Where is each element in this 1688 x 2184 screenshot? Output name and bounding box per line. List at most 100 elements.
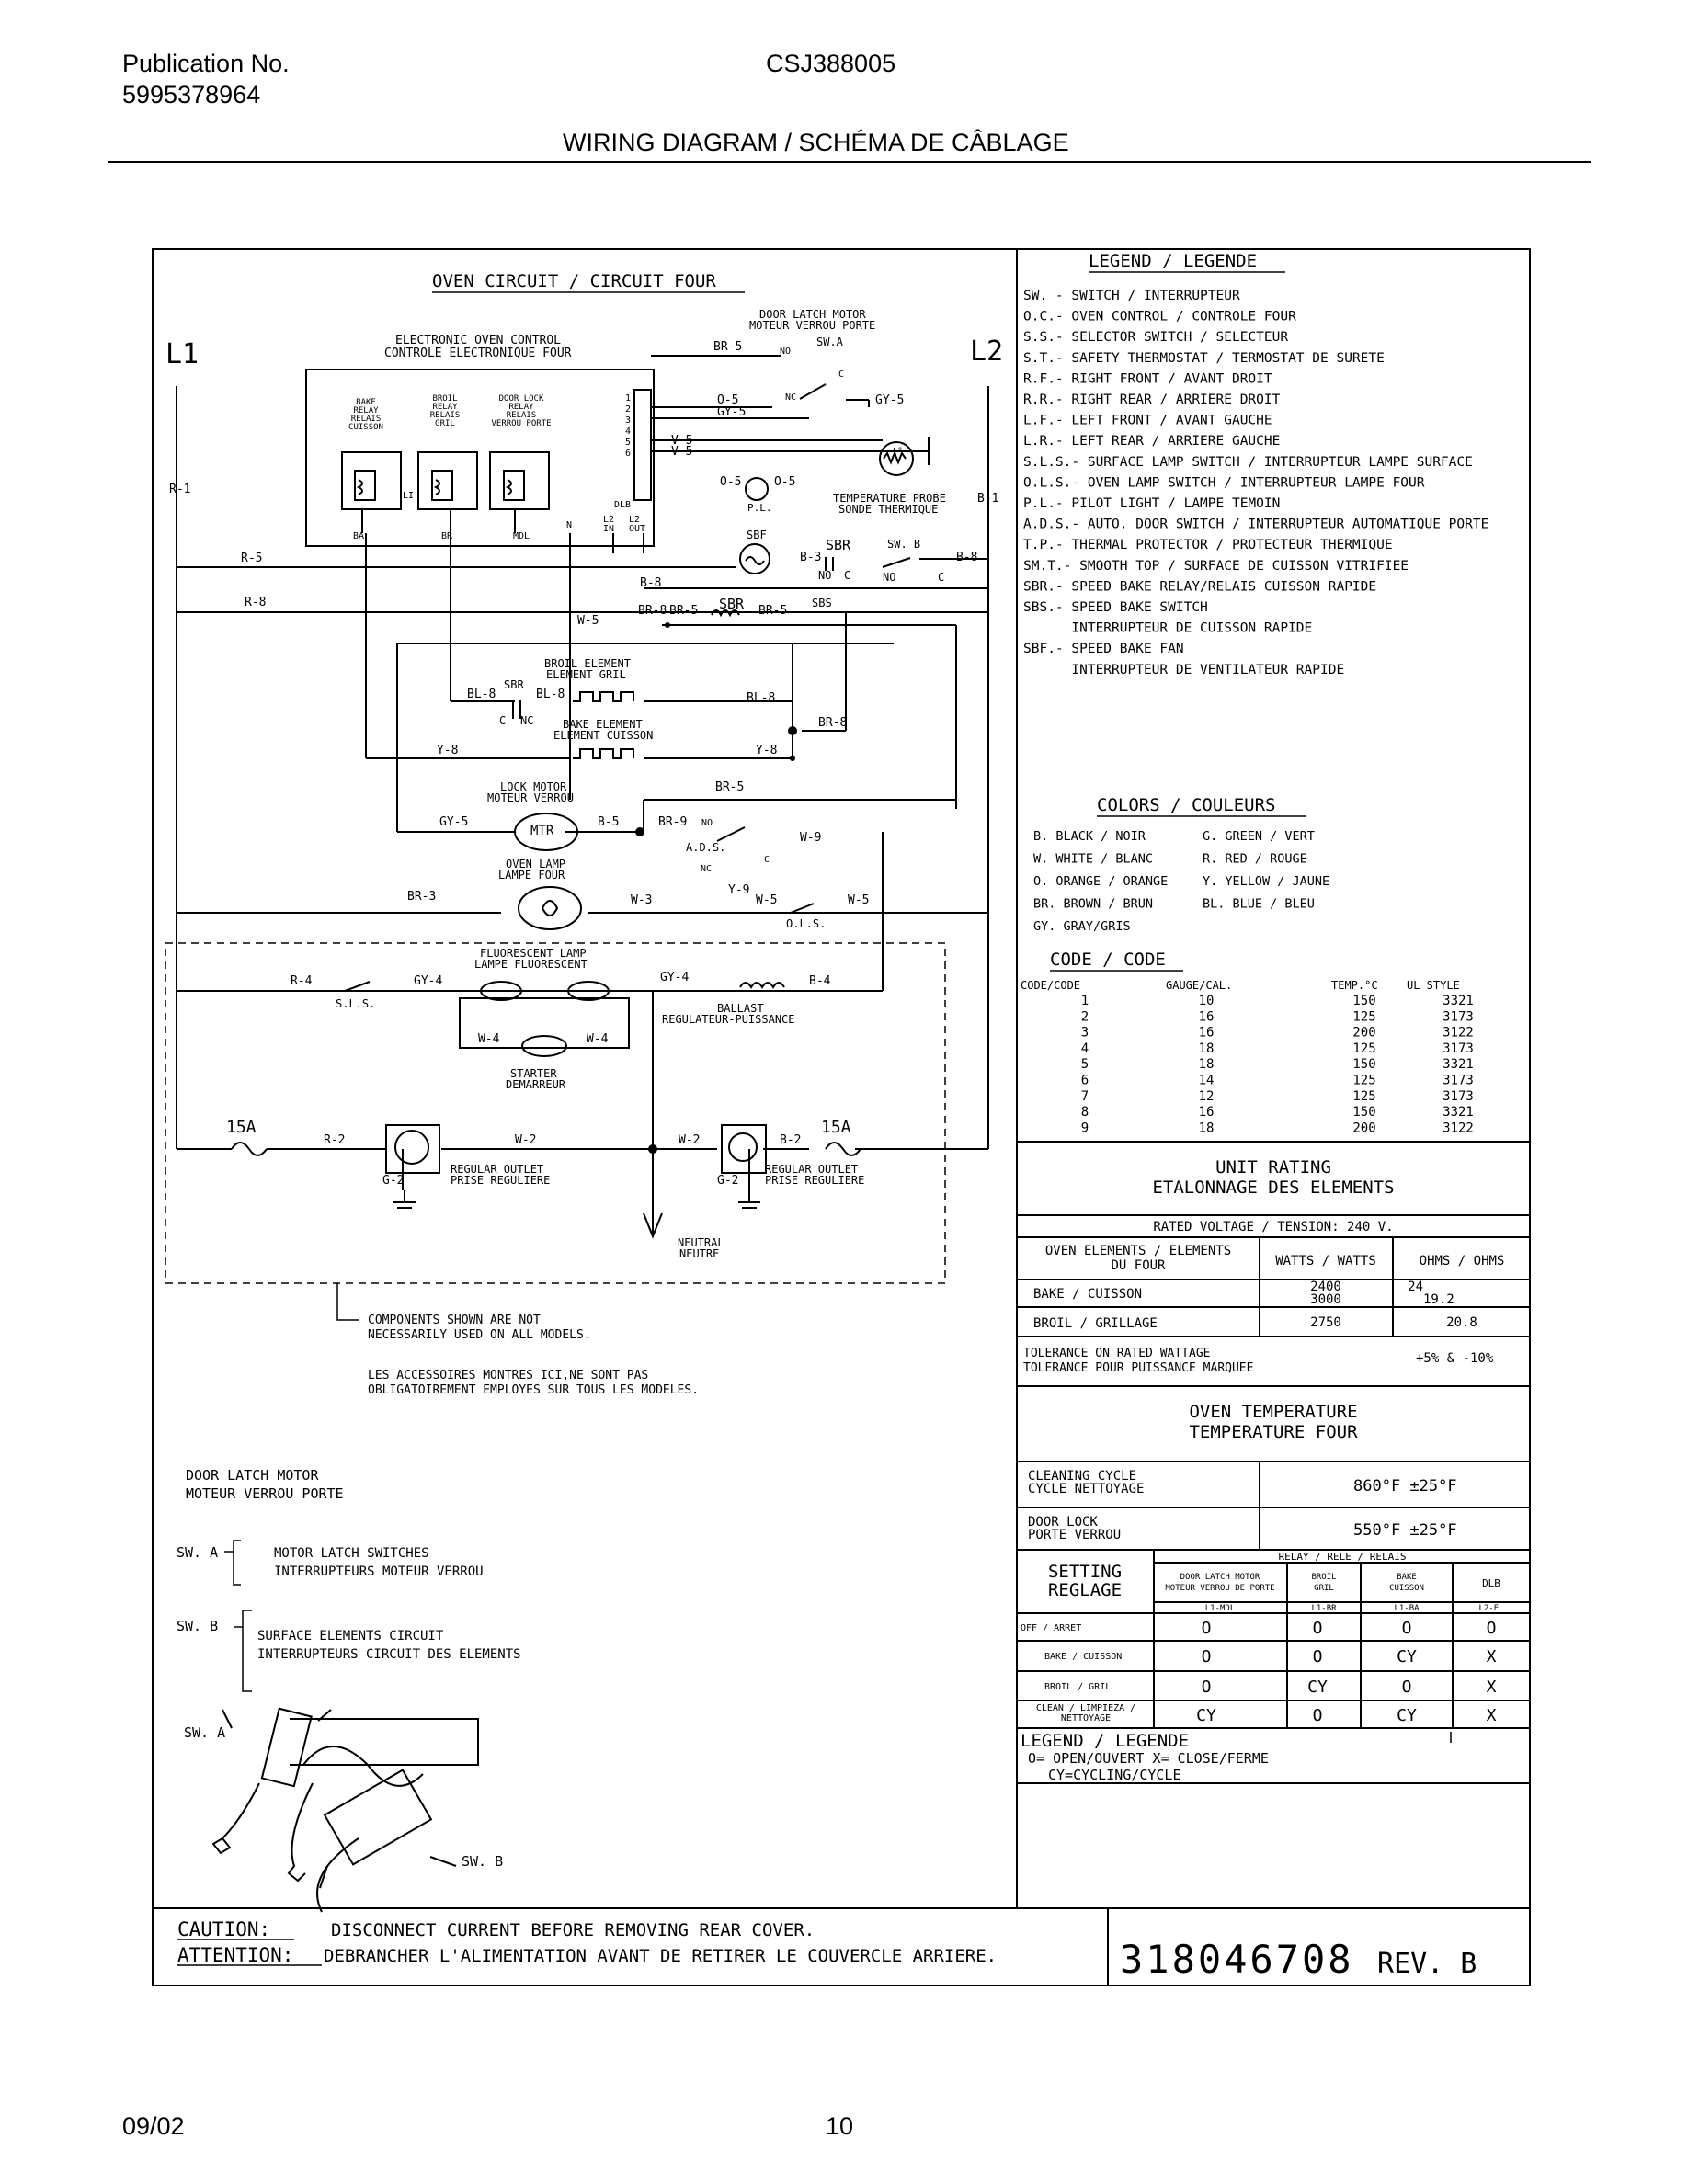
- wiring-lines: [176, 355, 989, 1236]
- svg-text:L1-BA: L1-BA: [1394, 1604, 1420, 1613]
- code-cell: 9: [1081, 1120, 1089, 1135]
- code-table-header: CODE/CODE GAUGE/CAL. TEMP.°C UL STYLE: [1021, 979, 1460, 992]
- svg-text:Y-8: Y-8: [437, 744, 458, 757]
- svg-text:R-4: R-4: [291, 974, 313, 988]
- svg-text:BROIL ELEMENT: BROIL ELEMENT: [544, 657, 631, 670]
- door-latch-motor-label: DOOR LATCH MOTOR: [759, 308, 866, 321]
- svg-text:2400: 2400: [1310, 1280, 1341, 1294]
- svg-text:SURFACE ELEMENTS CIRCUIT: SURFACE ELEMENTS CIRCUIT: [257, 1629, 444, 1644]
- legend-item: INTERRUPTEUR DE CUISSON RAPIDE: [1023, 621, 1312, 636]
- svg-text:SW. B: SW. B: [462, 1853, 503, 1870]
- svg-text:CUISSON: CUISSON: [348, 423, 383, 432]
- svg-text:BR-8: BR-8: [638, 604, 667, 618]
- svg-text:t°: t°: [892, 447, 903, 457]
- legend-item: S.L.S.- SURFACE LAMP SWITCH / INTERRUPTE…: [1023, 455, 1473, 470]
- svg-text:C: C: [844, 569, 850, 582]
- svg-text:CLEANING CYCLE: CLEANING CYCLE: [1028, 1469, 1136, 1484]
- svg-text:LEGEND / LEGENDE: LEGEND / LEGENDE: [1021, 1731, 1189, 1751]
- code-cell: 3122: [1443, 1026, 1474, 1041]
- relay-cell: O: [1202, 1619, 1212, 1638]
- circuit-title: OVEN CIRCUIT / CIRCUIT FOUR: [432, 271, 716, 291]
- svg-text:BL-8: BL-8: [747, 691, 775, 705]
- svg-text:C: C: [838, 370, 844, 380]
- svg-text:BL-8: BL-8: [536, 688, 565, 701]
- svg-text:SW. A: SW. A: [184, 1724, 225, 1741]
- code-cell: 3173: [1443, 1074, 1474, 1088]
- svg-text:OVEN TEMPERATURE: OVEN TEMPERATURE: [1189, 1402, 1357, 1422]
- svg-text:O-5: O-5: [717, 393, 738, 407]
- electronic-control-box: [305, 369, 655, 547]
- eoc-terminals: BA BR MDL N L2 IN L2 OUT DLB LI 1 2 3 4 …: [353, 393, 645, 541]
- svg-text:20.8: 20.8: [1446, 1315, 1477, 1330]
- svg-text:OBLIGATOIREMENT EMPLOYES SUR T: OBLIGATOIREMENT EMPLOYES SUR TOUS LES MO…: [368, 1383, 699, 1397]
- legend-item: INTERRUPTEUR DE VENTILATEUR RAPIDE: [1023, 663, 1344, 677]
- l1-label: L1: [165, 338, 199, 370]
- svg-text:W-9: W-9: [800, 831, 821, 845]
- svg-text:BR-3: BR-3: [407, 890, 436, 904]
- svg-text:REGULATEUR-PUISSANCE: REGULATEUR-PUISSANCE: [662, 1013, 795, 1026]
- svg-text:CODE / CODE: CODE / CODE: [1050, 950, 1166, 970]
- svg-text:SBR: SBR: [504, 678, 524, 691]
- svg-text:C: C: [938, 571, 944, 584]
- svg-text:3000: 3000: [1310, 1292, 1341, 1307]
- code-cell: 125: [1352, 1041, 1375, 1056]
- svg-text:ELEMENT CUISSON: ELEMENT CUISSON: [553, 729, 653, 742]
- svg-text:GY-5: GY-5: [439, 815, 468, 829]
- legend-item: SW. - SWITCH / INTERRUPTEUR: [1023, 289, 1240, 303]
- code-cell: 150: [1352, 1105, 1375, 1120]
- svg-text:N: N: [566, 520, 572, 530]
- svg-text:L2-EL: L2-EL: [1478, 1604, 1503, 1613]
- code-cell: 3173: [1443, 1009, 1474, 1024]
- svg-text:DOOR LATCH MOTOR: DOOR LATCH MOTOR: [186, 1467, 319, 1484]
- svg-text:COLORS / COULEURS: COLORS / COULEURS: [1097, 795, 1275, 815]
- svg-text:REGULAR OUTLET: REGULAR OUTLET: [765, 1163, 858, 1176]
- component-labels: DOOR LATCH MOTOR MOTEUR VERROU PORTE SW.…: [226, 308, 946, 1260]
- svg-text:UL STYLE: UL STYLE: [1407, 979, 1460, 992]
- svg-text:DOOR LOCK: DOOR LOCK: [499, 394, 544, 404]
- code-cell: 8: [1081, 1105, 1089, 1120]
- svg-text:2: 2: [625, 404, 631, 415]
- page-number: 10: [826, 2112, 854, 2140]
- code-cell: 14: [1199, 1074, 1215, 1088]
- svg-text:BR: BR: [441, 531, 453, 541]
- svg-text:O.L.S.: O.L.S.: [786, 917, 826, 930]
- svg-text:6: 6: [625, 449, 631, 459]
- relay-cell: O: [1402, 1619, 1412, 1638]
- svg-text:MOTEUR VERROU PORTE: MOTEUR VERROU PORTE: [186, 1485, 344, 1502]
- svg-text:LOCK MOTOR: LOCK MOTOR: [500, 780, 567, 793]
- relay-cell: CY: [1307, 1678, 1328, 1697]
- svg-text:2750: 2750: [1310, 1315, 1341, 1330]
- legend-item: S.T.- SAFETY THERMOSTAT / TERMOSTAT DE S…: [1023, 351, 1385, 366]
- svg-text:FLUORESCENT LAMP: FLUORESCENT LAMP: [480, 947, 587, 960]
- svg-text:ATTENTION:: ATTENTION:: [177, 1944, 293, 1966]
- svg-text:W-5: W-5: [577, 614, 599, 628]
- svg-text:BR-9: BR-9: [658, 815, 687, 829]
- legend-item: SM.T.- SMOOTH TOP / SURFACE DE CUISSON V…: [1023, 559, 1409, 574]
- svg-text:BR-5: BR-5: [758, 604, 787, 618]
- svg-text:RELAY: RELAY: [432, 403, 458, 412]
- legend-item: SBR.- SPEED BAKE RELAY/RELAIS CUISSON RA…: [1023, 579, 1376, 594]
- svg-text:OVEN LAMP: OVEN LAMP: [506, 858, 565, 870]
- relay-row-label: BROIL / GRIL: [1044, 1682, 1111, 1692]
- svg-text:NEUTRAL: NEUTRAL: [678, 1236, 724, 1249]
- code-cell: 3: [1081, 1026, 1089, 1041]
- svg-text:SW.A: SW.A: [816, 336, 844, 348]
- svg-text:15A: 15A: [821, 1118, 851, 1137]
- svg-text:BROIL: BROIL: [1311, 1573, 1336, 1582]
- svg-text:NO: NO: [818, 569, 831, 582]
- svg-text:DLB: DLB: [614, 500, 631, 510]
- svg-text:SBR: SBR: [826, 537, 851, 553]
- legend-item: R.F.- RIGHT FRONT / AVANT DROIT: [1023, 371, 1272, 386]
- code-cell: 5: [1081, 1057, 1089, 1072]
- code-cell: 16: [1199, 1026, 1215, 1041]
- svg-text:GY-4: GY-4: [414, 974, 442, 988]
- relay-cell: O: [1202, 1678, 1212, 1697]
- svg-text:LI: LI: [403, 491, 414, 501]
- svg-text:NO: NO: [701, 818, 713, 828]
- svg-text:24: 24: [1408, 1280, 1423, 1294]
- code-cell: 18: [1199, 1041, 1215, 1056]
- svg-text:W-5: W-5: [848, 893, 869, 907]
- svg-text:Y-8: Y-8: [756, 744, 777, 757]
- relay-cell: X: [1487, 1678, 1497, 1697]
